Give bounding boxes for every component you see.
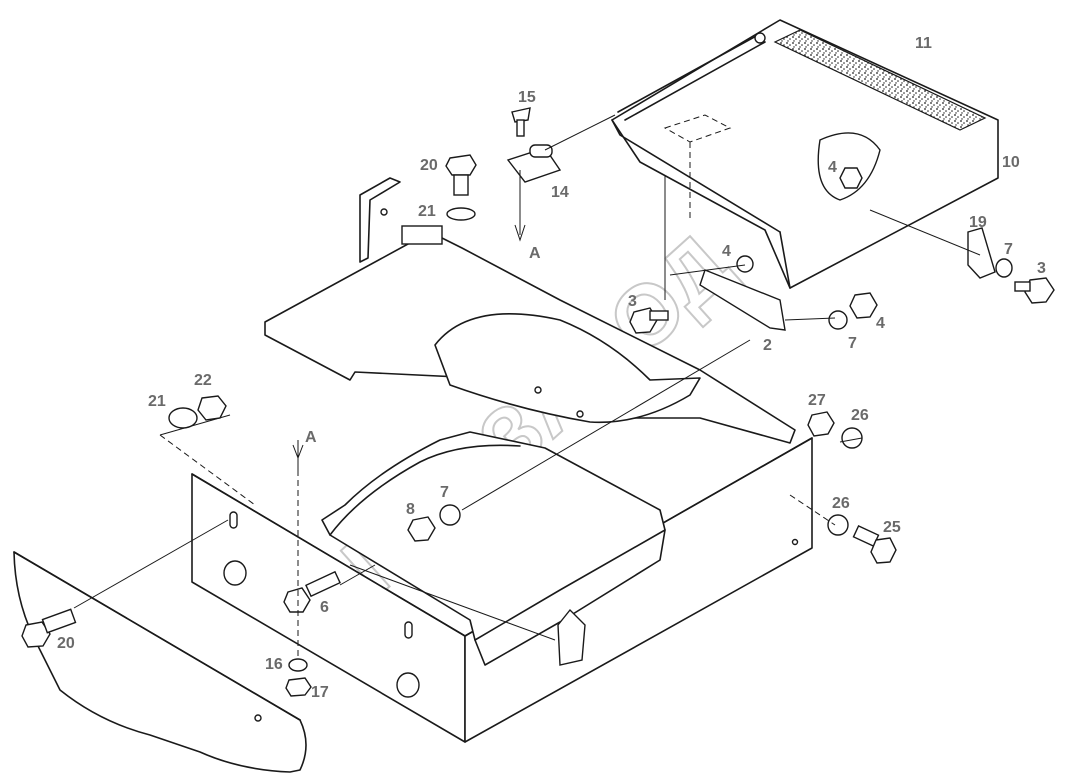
- nut-set-tray: [407, 504, 461, 542]
- view-marker-a-left: A: [305, 429, 317, 446]
- label-27: 27: [808, 392, 826, 409]
- nut-set-right: [807, 411, 863, 449]
- nut-set-right-mid: [828, 292, 878, 330]
- side-panel-left: [13, 551, 307, 773]
- rear-bracket: [359, 177, 401, 263]
- label-4-right: 4: [876, 315, 885, 332]
- label-8: 8: [406, 501, 415, 518]
- nut-set-left: [168, 395, 227, 429]
- bolt-20-lower: [21, 608, 77, 648]
- label-22: 22: [194, 372, 212, 389]
- latch-strap: [699, 255, 786, 331]
- bolt-set-lower-right: [827, 514, 897, 564]
- bolt-set-top: [445, 154, 477, 221]
- label-6: 6: [320, 599, 329, 616]
- label-3-right: 3: [1037, 260, 1046, 277]
- top-cover: [264, 225, 796, 444]
- label-11: 11: [915, 35, 932, 52]
- label-26-lower: 26: [832, 495, 850, 512]
- label-19: 19: [969, 214, 987, 231]
- label-21-left: 21: [148, 393, 166, 410]
- label-14: 14: [551, 184, 569, 201]
- bolt-3-mid: [629, 307, 669, 334]
- label-25: 25: [883, 519, 901, 536]
- clip-set-right: [967, 227, 1055, 304]
- label-7-tray: 7: [440, 484, 449, 501]
- nut-set-bottom: [285, 658, 312, 697]
- label-21-top: 21: [418, 203, 436, 220]
- label-3-mid: 3: [628, 293, 637, 310]
- label-2: 2: [763, 337, 772, 354]
- label-7-mid: 7: [848, 335, 857, 352]
- catch-assembly: [506, 107, 616, 183]
- label-20-lower: 20: [57, 635, 75, 652]
- label-4-mid: 4: [722, 243, 731, 260]
- label-4-lid: 4: [828, 159, 837, 176]
- battery-box: [191, 437, 813, 743]
- label-17: 17: [311, 684, 329, 701]
- assembly-lines: [73, 170, 981, 660]
- label-10: 10: [1002, 154, 1020, 171]
- bolt-6: [283, 570, 341, 613]
- view-marker-a-top: A: [529, 245, 541, 262]
- label-7-right: 7: [1004, 241, 1013, 258]
- label-16: 16: [265, 656, 283, 673]
- part-labels: 2 3 3 4 4 4 6 7 7 7 8 10 11 14 15 16 17 …: [57, 35, 1046, 701]
- label-15: 15: [518, 89, 536, 106]
- label-20-top: 20: [420, 157, 438, 174]
- latch-hook: [557, 608, 586, 666]
- hinged-lid: [611, 19, 999, 289]
- label-26-right: 26: [851, 407, 869, 424]
